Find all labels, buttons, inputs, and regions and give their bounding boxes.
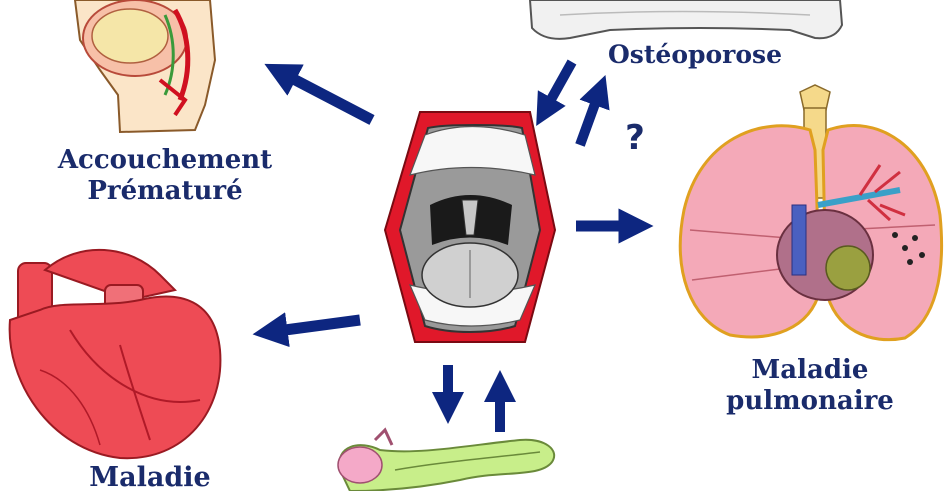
label-maladie-pulmonaire: Maladie pulmonaire xyxy=(705,355,915,417)
label-pulmonaire-line2: pulmonaire xyxy=(726,386,894,417)
open-mouth-icon xyxy=(383,111,557,343)
arrow-to-accouchement xyxy=(264,63,375,125)
arrow-from-osteoporose xyxy=(575,74,610,147)
pregnancy-anatomy-icon xyxy=(73,0,217,134)
label-question-mark: ? xyxy=(625,118,645,158)
label-accouchement-premature: Accouchement Prématuré xyxy=(40,145,290,207)
label-accouchement-line2: Prématuré xyxy=(87,176,243,207)
lungs-icon xyxy=(678,84,944,342)
label-maladie-cardio: Maladie xyxy=(89,462,211,493)
label-osteoporose: Ostéoporose xyxy=(608,40,782,69)
label-accouchement-line1: Accouchement xyxy=(57,145,273,175)
label-pulmonaire-line1: Maladie xyxy=(751,355,869,385)
bone-icon xyxy=(528,0,844,40)
arrows-group xyxy=(252,59,654,432)
arrow-to-osteoporose xyxy=(536,59,577,126)
arrow-to-cardio xyxy=(252,312,361,348)
pancreas-icon xyxy=(337,427,555,491)
heart-icon xyxy=(8,249,222,460)
